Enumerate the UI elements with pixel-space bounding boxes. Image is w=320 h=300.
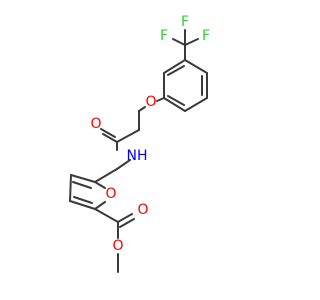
bond-ring-6: [163, 59, 186, 74]
furan-oxygen-label: O: [105, 186, 116, 202]
bond-furan-c3-c2: [69, 200, 96, 210]
bond-carbonyl-o-1: [102, 133, 118, 143]
bond-carbonyl-o-2: [100, 128, 116, 138]
bond-ester-carbonyl-1: [117, 213, 133, 223]
molecule-canvas: F F F O O NH O O O: [69, 14, 211, 273]
bond-o-ether-ch2: [138, 106, 146, 112]
fluorine-left-label: F: [160, 28, 168, 44]
bond-ch2-carbonyl-2: [116, 129, 140, 143]
ester-single-oxygen-label: O: [112, 238, 123, 254]
fluorine-right-label: F: [202, 28, 210, 44]
bond-furan-o-c2: [94, 201, 106, 210]
bond-ring-4-inner: [167, 95, 185, 106]
bond-furan-c5-o: [94, 181, 106, 189]
bond-cf-left: [172, 38, 186, 46]
amide-oxygen-label: O: [90, 116, 101, 132]
bond-ring-6-inner: [167, 65, 185, 76]
ester-carbonyl-oxygen-label: O: [137, 202, 148, 218]
atom-labels: F F F O O NH O O O: [90, 14, 210, 254]
bond-furan-c3-c2-inner: [73, 196, 93, 204]
molecule-structure: F F F O O NH O O O: [69, 14, 210, 273]
amide-nh-label: NH: [127, 148, 148, 164]
fluorine-top-label: F: [181, 14, 189, 30]
bond-ring-1: [184, 59, 208, 74]
bond-furan-c4-c3: [69, 174, 72, 202]
bond-furan-c5-c4-inner: [72, 181, 92, 189]
bond-ring-4: [163, 97, 186, 112]
bond-furan-c5-c4: [70, 174, 96, 183]
bond-cf-right: [184, 38, 199, 46]
ether-oxygen-label: O: [145, 94, 156, 110]
bond-ch2-furan: [94, 168, 118, 183]
bonds: [69, 29, 208, 273]
bond-ester-carbonyl-2: [119, 218, 135, 228]
bond-ring-3: [184, 97, 208, 112]
bond-n-ch2: [116, 159, 131, 170]
bond-c2-ester-c: [94, 208, 119, 223]
bond-ring-o-ether: [156, 97, 165, 102]
